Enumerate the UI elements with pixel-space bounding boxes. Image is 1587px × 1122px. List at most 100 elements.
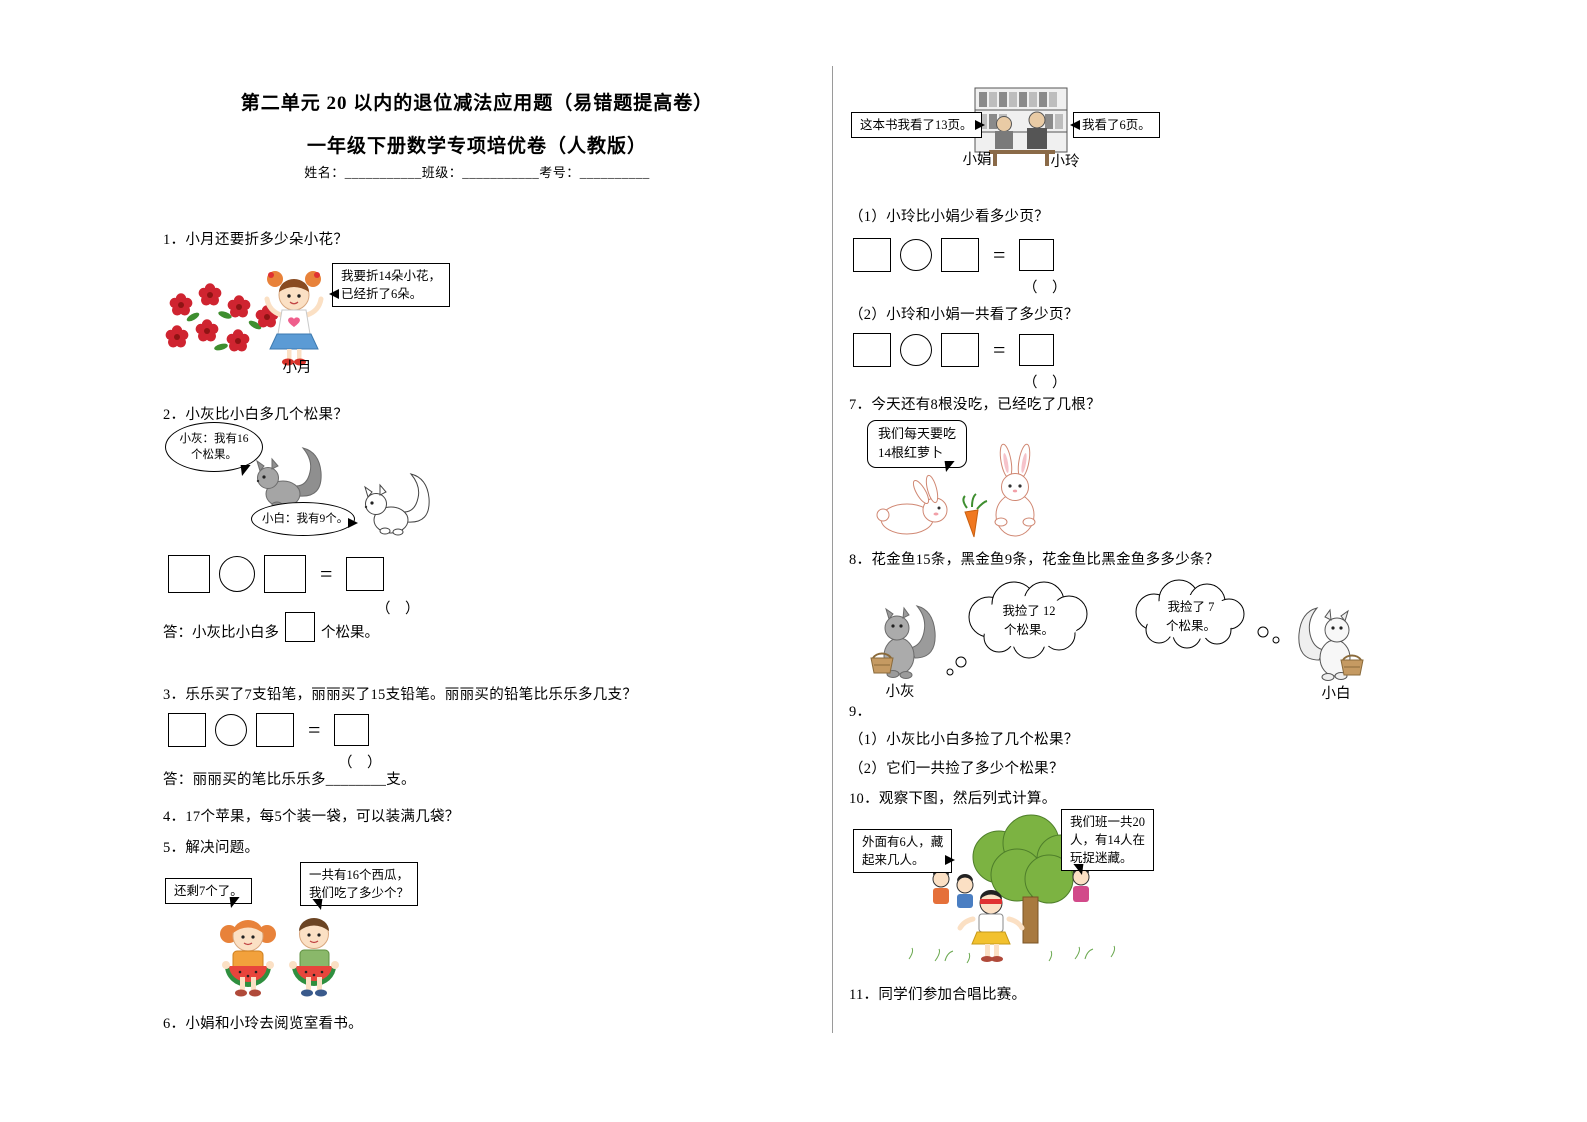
number-box bbox=[264, 555, 306, 593]
q1-drawing bbox=[165, 271, 324, 366]
right-column: 这本书我看了13页。 我看了6页。 小娟 小玲 （1）小玲比小娟少看多少页？ =… bbox=[849, 78, 1427, 1078]
question-9-sub2: （2）它们一共捡了多少个松果？ bbox=[849, 761, 1064, 777]
question-9-number: 9． bbox=[849, 704, 872, 720]
number-box bbox=[168, 713, 206, 747]
speech-bubble-gray-squirrel: 小灰：我有16 个松果。 bbox=[165, 422, 263, 473]
q7-drawing bbox=[876, 443, 1036, 538]
speech-bubble-white-squirrel: 小白：我有9个。 bbox=[251, 502, 358, 537]
blindfolded-girl bbox=[957, 890, 1025, 962]
reading-illustration: 这本书我看了13页。 我看了6页。 小娟 小玲 bbox=[849, 86, 1160, 178]
unit-parentheses: （ ） bbox=[1023, 375, 1067, 391]
operator-circle bbox=[219, 556, 255, 592]
number-box bbox=[853, 333, 891, 367]
bubble-text-line: 个松果。 bbox=[1165, 618, 1216, 633]
question-2-text: 2．小灰比小白多几个松果？ bbox=[163, 407, 349, 423]
bubble-text-line: 我要折14朵小花， bbox=[341, 269, 442, 283]
question-5-illustration: 还剩7个了。 一共有16个西瓜， 我们吃了多少个？ bbox=[163, 860, 463, 1000]
question-5-text: 5．解决问题。 bbox=[163, 840, 260, 856]
answer-text: 答：小灰比小白多 bbox=[163, 625, 279, 641]
bubble-text-line: 外面有6人，藏 bbox=[862, 835, 944, 849]
bubble-text-line: 我捡了 12 bbox=[1002, 604, 1056, 618]
operator-circle bbox=[900, 239, 932, 271]
bubble-text-line: 人，有14人在 bbox=[1070, 833, 1146, 848]
sitting-rabbit bbox=[994, 443, 1036, 537]
result-box bbox=[334, 714, 370, 746]
thought-cloud-right bbox=[1135, 579, 1280, 649]
q5-drawing bbox=[220, 918, 339, 997]
operator-circle bbox=[900, 334, 932, 366]
q2-answer-line: 答：小灰比小白多 个松果。 bbox=[163, 612, 379, 642]
bubble-text-line: 我看了6页。 bbox=[1082, 118, 1151, 132]
question-10-text: 10．观察下图，然后列式计算。 bbox=[849, 791, 1057, 807]
result-box bbox=[346, 557, 385, 591]
number-box bbox=[168, 555, 210, 593]
question-6-text: 6．小娟和小玲去阅览室看书。 bbox=[163, 1016, 363, 1032]
equals-sign: = bbox=[993, 242, 1006, 267]
flower-cluster bbox=[165, 283, 279, 352]
speech-bubble-left-kid: 还剩7个了。 bbox=[165, 878, 252, 905]
bubble-text-line: 玩捉迷藏。 bbox=[1070, 851, 1133, 866]
equation-r2: = （ ） bbox=[853, 333, 1067, 392]
cloud-text-xiaobai: 我捡了 7 个松果。 bbox=[1149, 598, 1233, 636]
bubble-text-line: 起来几人。 bbox=[862, 853, 925, 868]
question-11-text: 11．同学们参加合唱比赛。 bbox=[849, 987, 1027, 1003]
white-squirrel bbox=[364, 473, 430, 536]
unit-parentheses: （ ） bbox=[376, 601, 420, 617]
equals-sign: = bbox=[320, 561, 333, 586]
equation-row: = bbox=[853, 238, 1067, 272]
boy-with-watermelon bbox=[289, 918, 339, 997]
bubble-text-line: 我们班一共20 bbox=[1070, 815, 1146, 829]
library-scene bbox=[974, 87, 1068, 166]
question-1-illustration: 我要折14朵小花， 已经折了6朵。 小月 bbox=[163, 253, 483, 381]
xiaobai-label: 小白 bbox=[1321, 686, 1351, 702]
equation-row: = bbox=[853, 333, 1067, 367]
speech-bubble-hiders: 外面有6人，藏 起来几人。 bbox=[853, 829, 956, 874]
answer-box bbox=[285, 612, 315, 642]
unit-parentheses: （ ） bbox=[338, 755, 382, 771]
number-box bbox=[256, 713, 294, 747]
bubble-text-line: 这本书我看了13页。 bbox=[860, 118, 973, 132]
result-box bbox=[1019, 334, 1055, 366]
speech-bubble-girl: 我要折14朵小花， 已经折了6朵。 bbox=[328, 263, 451, 308]
worksheet-title: 第二单元 20 以内的退位减法应用题（易错题提高卷） bbox=[240, 93, 714, 114]
question-9-sub1: （1）小灰比小白多捡了几个松果？ bbox=[849, 732, 1079, 748]
equation-q2: = （ ） bbox=[168, 555, 420, 618]
speech-bubble-right-kid: 一共有16个西瓜， 我们吃了多少个？ bbox=[300, 862, 419, 907]
bubble-text-line: 还剩7个了。 bbox=[174, 884, 243, 898]
bubble-text-line: 已经折了6朵。 bbox=[341, 287, 423, 302]
equation-row: = bbox=[168, 713, 382, 747]
bubble-text-line: 个松果。 bbox=[1003, 622, 1054, 637]
equation-row: = bbox=[168, 555, 420, 593]
carrot bbox=[962, 493, 988, 538]
equals-sign: = bbox=[993, 337, 1006, 362]
question-7-illustration: 我们每天要吃 14根红萝卜 bbox=[849, 416, 1109, 544]
crouching-rabbit bbox=[876, 474, 948, 535]
question-3-text: 3．乐乐买了7支铅笔，丽丽买了15支铅笔。丽丽买的铅笔比乐乐多几支？ bbox=[163, 687, 638, 703]
bookshelf bbox=[974, 87, 1068, 153]
speech-bubble-xiaojuan: 这本书我看了13页。 bbox=[851, 112, 985, 139]
column-divider bbox=[832, 66, 833, 1033]
bubble-text-line: 个松果。 bbox=[191, 449, 237, 462]
bubble-text-line: 我们吃了多少个？ bbox=[309, 886, 410, 901]
equation-r1: = （ ） bbox=[853, 238, 1067, 297]
squirrel-xiaobai-figure bbox=[1298, 607, 1364, 681]
gray-squirrel bbox=[256, 447, 322, 510]
number-box bbox=[941, 333, 979, 367]
bubble-text-line: 小灰：我有16 bbox=[179, 433, 249, 445]
question-8-illustration: 我捡了 12 个松果。 我捡了 7 个松果。 小灰 小白 bbox=[849, 572, 1389, 704]
girl-figure bbox=[264, 271, 324, 366]
xiaohui-label: 小灰 bbox=[885, 684, 915, 700]
unit-parentheses: （ ） bbox=[1023, 280, 1067, 296]
number-box bbox=[853, 238, 891, 272]
subquestion-2-text: （2）小玲和小娟一共看了多少页？ bbox=[849, 307, 1079, 323]
grass bbox=[908, 945, 1116, 964]
thought-cloud-left bbox=[946, 581, 1088, 676]
speech-bubble-xiaoling: 我看了6页。 bbox=[1070, 112, 1160, 139]
girl-with-watermelon bbox=[220, 920, 276, 997]
cloud-text-xiaohui: 我捡了 12 个松果。 bbox=[984, 602, 1074, 640]
question-1-text: 1．小月还要折多少朵小花？ bbox=[163, 232, 349, 248]
worksheet-subtitle: 一年级下册数学专项培优卷（人教版） bbox=[306, 136, 647, 157]
question-4-text: 4．17个苹果，每5个装一袋，可以装满几袋？ bbox=[163, 809, 460, 825]
student-info-line: 姓名：___________班级：___________考号：_________… bbox=[304, 165, 650, 180]
